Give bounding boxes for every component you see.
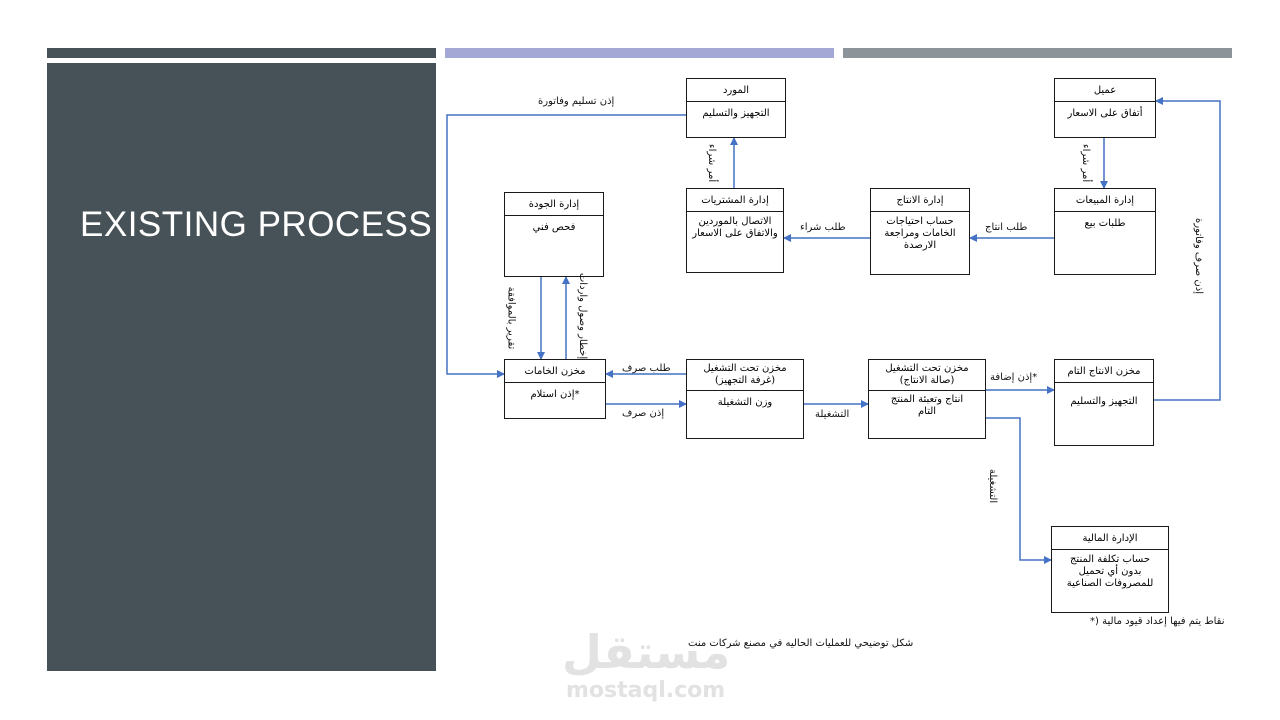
procurement-body: الاتصال بالموردين والاتفاق على الاسعار [692,216,778,239]
procurement-box: إدارة المشتريات الاتصال بالموردين والاتف… [686,188,784,273]
customer-box: عميل أتفاق على الاسعار [1054,78,1156,138]
procurement-header: إدارة المشتريات [687,189,783,212]
supplier-header: المورد [687,79,785,102]
label-purchase-order-supplier: أمر شراء [706,143,718,183]
production-mgmt-body: حساب احتياجات الخامات ومراجعة الارصدة [884,216,956,251]
quality-box: إدارة الجودة فحص فني [504,192,604,277]
finance-box: الإدارة المالية حساب تكلفة المنتج بدون أ… [1051,526,1169,613]
raw-store-header: مخزن الخامات [505,360,605,383]
raw-store-box: مخزن الخامات إذن استلام* [504,359,606,419]
sales-box: إدارة المبيعات طلبات بيع [1054,188,1156,275]
wip-prod-body: انتاج وتعبئة المنتج التام [890,394,964,417]
arrow-finished-to-customer [1154,97,1221,401]
wip-prep-body: وزن التشغيلة [717,397,773,408]
label-receipt-invoice: إذن تسليم وفاتورة [538,96,615,107]
title-panel [47,63,436,671]
watermark-arabic: مستقل [562,625,731,679]
customer-body: أتفاق على الاسعار [1067,108,1143,119]
wip-prep-box: مخزن تحت التشغيل (غرفة التجهيز) وزن التش… [686,359,804,439]
finance-header: الإدارة المالية [1052,527,1168,550]
production-mgmt-box: إدارة الانتاج حساب احتياجات الخامات ومرا… [870,188,970,275]
sales-body: طلبات بيع [1084,218,1126,229]
wip-prod-header: مخزن تحت التشغيل (صالة الانتاج) [869,360,985,391]
production-mgmt-header: إدارة الانتاج [871,189,969,212]
slide-title: EXISTING PROCESS [80,205,433,244]
label-production-request: طلب انتاج [985,222,1028,233]
label-addition-permit: إذن إضافة* [990,372,1038,383]
wip-prod-box: مخزن تحت التشغيل (صالة الانتاج) انتاج وت… [868,359,986,439]
label-issue-permit: إذن صرف [622,408,665,419]
customer-header: عميل [1055,79,1155,102]
label-purchase-order-customer: أمر شراء [1080,143,1092,183]
diagram-caption: شكل توضيحي للعمليات الحاليه في مصنع شركا… [688,638,914,649]
sales-header: إدارة المبيعات [1055,189,1155,212]
raw-store-body: إذن استلام* [530,389,580,400]
top-bar-gray [843,48,1232,58]
quality-header: إدارة الجودة [505,193,603,216]
label-arrival-notice: إخطار وصول واردات [577,272,589,360]
label-purchase-request: طلب شراء [800,222,846,233]
top-bar-dark [47,48,436,58]
label-issue-invoice: إذن صرف وفاتورة [1192,218,1204,294]
label-batch-finance: التشغيلة [987,468,999,504]
label-issue-request: طلب صرف [622,363,671,374]
finished-store-body: التجهيز والتسليم [1070,396,1138,407]
arrow-supplier-to-raw-store [446,114,686,378]
quality-body: فحص فني [532,222,576,233]
wip-prep-header: مخزن تحت التشغيل (غرفة التجهيز) [687,360,803,391]
top-bar-lavender [445,48,834,58]
supplier-box: المورد التجهيز والتسليم [686,78,786,138]
footnote: *) نقاط يتم فيها إعداد قيود مالية [1090,616,1225,627]
finished-store-header: مخزن الانتاج التام [1055,360,1153,383]
finished-store-box: مخزن الانتاج التام التجهيز والتسليم [1054,359,1154,446]
arrow-wip-prod-to-finance [986,417,1052,564]
finance-body: حساب تكلفة المنتج بدون أي تحميل للمصروفا… [1066,554,1154,589]
supplier-body: التجهيز والتسليم [702,108,770,119]
label-approval-report: تقرير بالموافقة [505,286,517,350]
label-batch: التشغيلة [815,409,850,420]
watermark-latin: mostaql.com [566,678,726,703]
